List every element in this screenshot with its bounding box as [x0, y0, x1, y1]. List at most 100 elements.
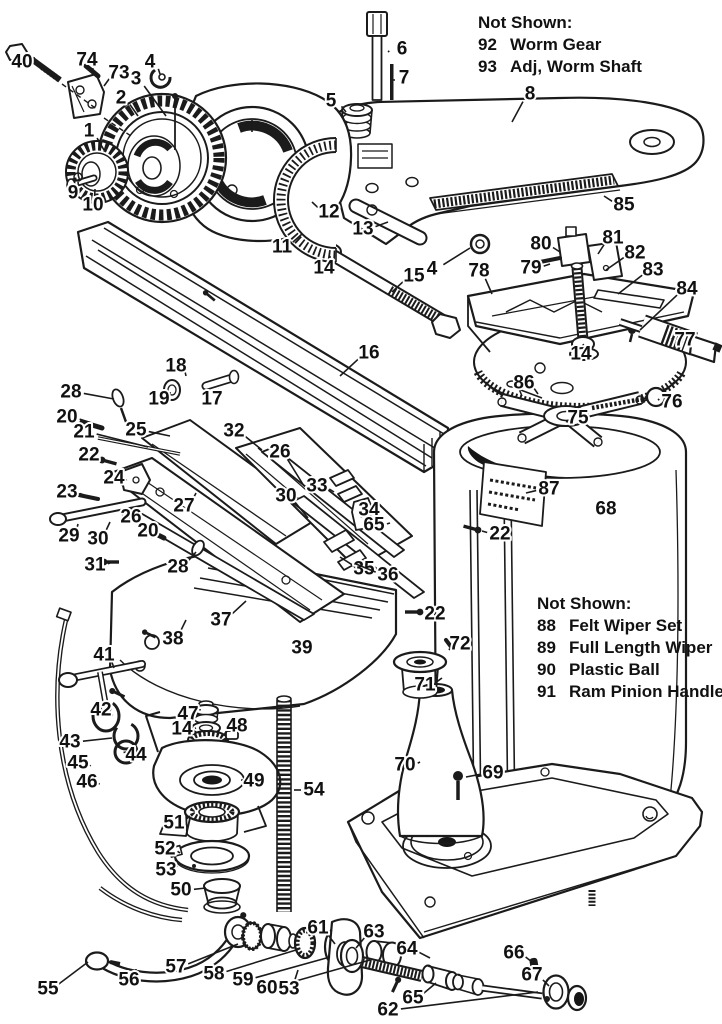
not-shown-item-number: 93	[478, 57, 497, 76]
callout-leader-73	[103, 78, 110, 87]
part-callout-45: 45	[67, 753, 89, 774]
part-callout-35: 35	[353, 559, 375, 580]
callout-leader-28	[83, 392, 115, 400]
part-callout-30: 30	[87, 529, 108, 550]
part-callout-30: 30	[275, 486, 296, 507]
gib-30-right	[291, 495, 425, 599]
part-callout-86: 86	[513, 373, 534, 394]
stud-14-vise	[569, 262, 599, 361]
part-callout-28: 28	[60, 382, 81, 403]
callout-leader-33	[328, 488, 335, 493]
bearing-51	[183, 800, 241, 843]
callout-leader-20	[79, 418, 93, 424]
callout-leader-8	[511, 101, 524, 123]
part-callout-4: 4	[427, 259, 438, 280]
screw-22-knee	[404, 607, 425, 617]
ram-end-hole	[629, 129, 675, 155]
part-callout-58: 58	[203, 964, 224, 985]
callout-leader-38	[179, 619, 187, 632]
callout-leader-30	[104, 521, 111, 532]
callout-leader-2	[129, 104, 139, 117]
callout-leader-64	[418, 951, 431, 959]
callout-leader-55	[58, 961, 89, 985]
part-callout-14: 14	[313, 258, 335, 279]
not-shown-item-label: Full Length Wiper	[569, 638, 713, 657]
callout-leader-26	[286, 458, 305, 487]
callout-leader-48	[223, 730, 227, 736]
callout-leader-79	[543, 263, 551, 267]
part-callout-42: 42	[90, 700, 111, 721]
callout-leader-12	[311, 201, 319, 209]
callout-leader-78	[484, 278, 493, 295]
micrometer-adjuster-77	[618, 314, 722, 364]
callout-leader-26	[139, 522, 153, 539]
callout-leader-83	[617, 274, 643, 295]
callout-leader-1	[96, 137, 105, 151]
callout-leader-31	[107, 562, 111, 565]
part-callout-24: 24	[103, 468, 125, 489]
key-34	[351, 497, 373, 531]
callout-leader-23	[79, 492, 85, 496]
callout-leader-69	[465, 773, 481, 778]
callout-leader-16	[339, 358, 360, 377]
crank-41	[58, 660, 146, 713]
part-callout-25: 25	[125, 420, 147, 441]
plug-50	[203, 878, 241, 914]
callout-leader-24	[125, 478, 128, 481]
part-callout-84: 84	[676, 279, 698, 300]
part-callout-85: 85	[613, 195, 635, 216]
pin-74	[83, 63, 101, 79]
callout-leader-81	[597, 244, 605, 255]
clamp-blocks-80-81	[538, 226, 623, 281]
rings-42-43-44	[91, 699, 140, 765]
callout-leader-45	[89, 764, 92, 767]
elevating-screw-54	[276, 695, 292, 912]
part-callout-76: 76	[661, 392, 682, 413]
callout-leader-18	[184, 372, 187, 377]
screw-10	[73, 172, 83, 182]
part-callout-70: 70	[394, 755, 415, 776]
part-callout-53: 53	[155, 860, 176, 881]
callout-leader-67	[542, 979, 550, 987]
pin-7	[390, 64, 394, 100]
callout-leader-53	[171, 865, 178, 868]
not-shown-item-label: Plastic Ball	[569, 660, 660, 679]
part-callout-77: 77	[674, 330, 695, 351]
snap-ring-4	[149, 68, 172, 89]
callout-leader-21	[96, 433, 149, 448]
part-callout-6: 6	[397, 39, 408, 60]
callout-leader-36	[355, 563, 377, 573]
part-callout-65: 65	[402, 988, 424, 1009]
callout-leader-72	[448, 648, 451, 651]
part-callout-67: 67	[521, 965, 542, 986]
callout-leader-17	[217, 388, 220, 392]
part-callout-48: 48	[226, 716, 247, 737]
callout-leader-63	[355, 937, 365, 949]
socket-bolt-6	[366, 11, 388, 101]
part-callout-50: 50	[170, 880, 191, 901]
keys-33-34-35-36	[323, 469, 373, 571]
part-callout-20: 20	[137, 521, 158, 542]
callout-leader-82	[605, 256, 625, 271]
part-callout-1: 1	[84, 121, 95, 142]
part-callout-16: 16	[358, 343, 379, 364]
callout-leader-22	[481, 530, 488, 534]
not-shown-title: Not Shown:	[537, 594, 632, 613]
part-callout-56: 56	[118, 970, 139, 991]
callout-leader-62	[400, 991, 539, 1010]
part-callout-17: 17	[201, 389, 222, 410]
part-callout-11: 11	[272, 237, 293, 258]
callout-leader-4	[442, 247, 471, 266]
screw-53-bottom	[388, 974, 404, 995]
part-callout-55: 55	[37, 979, 59, 1000]
callout-leader-53	[293, 969, 299, 982]
